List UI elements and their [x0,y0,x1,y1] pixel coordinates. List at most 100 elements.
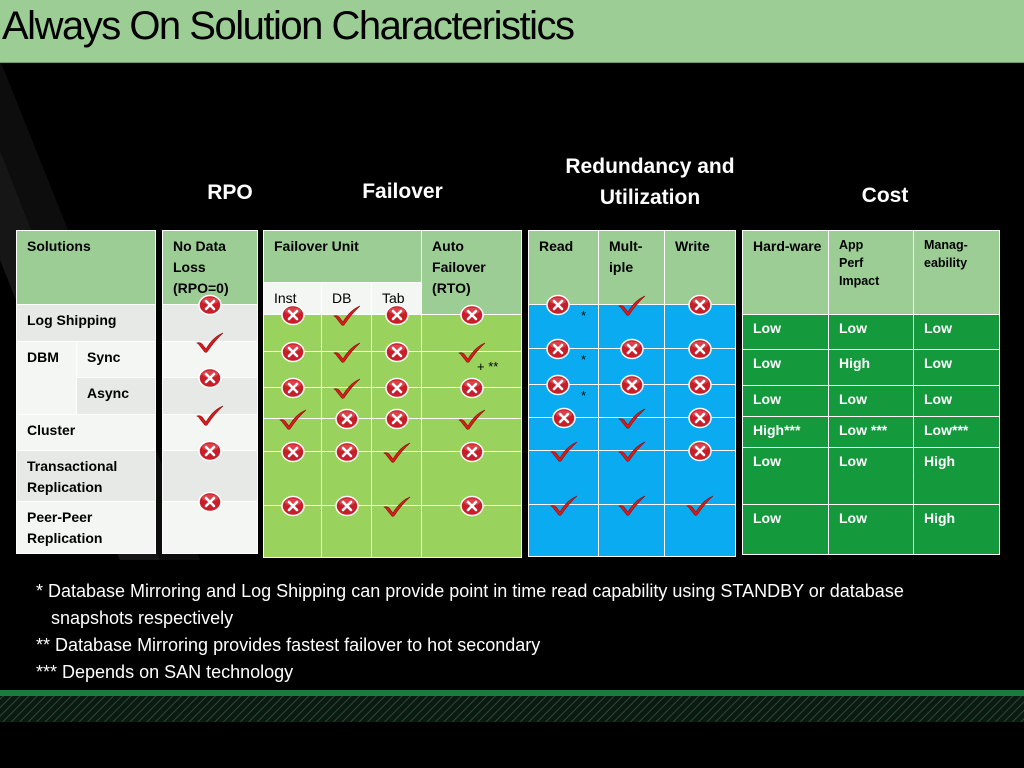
check-icon [332,342,360,363]
footnotes: * Database Mirroring and Log Shipping ca… [36,578,976,686]
header-redundancy: Redundancy and Utilization [540,151,760,213]
check-icon [686,495,714,516]
cross-icon [619,338,644,360]
bottom-band [0,690,1024,722]
check-icon [617,295,645,316]
cost-cell: Low [753,391,781,407]
cross-icon [384,341,409,363]
check-icon [196,332,224,353]
check-icon [617,441,645,462]
cost-cell: Low*** [924,422,969,438]
solutions-header: Solutions [27,238,91,254]
cross-icon [384,408,409,430]
cross-icon [619,374,644,396]
cost-cell: Low [839,453,867,469]
label-transactional: Transactional Replication [27,458,118,495]
cross-icon [688,374,712,396]
asterisk-note: * [581,352,587,367]
label-sync: Sync [87,349,121,365]
footnote-1: * Database Mirroring and Log Shipping ca… [36,581,904,628]
multiple-header: Mult-iple [609,238,643,275]
solutions-header-cell: Solutions [16,230,156,305]
cross-icon [459,304,484,326]
asterisk-note: * [581,308,587,323]
header-redundancy-line2: Utilization [599,186,701,209]
cost-table: Hard-ware App Perf Impact Manag-eability L… [742,230,1000,555]
check-icon [382,496,410,517]
slide-title: Always On Solution Characteristics [2,4,575,48]
title-bar: Always On Solution Characteristics [0,0,1024,63]
label-cluster: Cluster [27,422,76,438]
write-header: Write [675,238,710,254]
cross-icon [688,294,712,316]
cross-icon [280,377,305,399]
label-peer: Peer-Peer Replication [27,509,103,546]
cross-icon [688,407,712,429]
sub-tab: Tab [382,290,405,306]
row-log-shipping: Log Shipping [16,304,156,342]
solutions-table: Solutions Log Shipping DBM Sync Async Clu… [16,230,156,554]
header-failover: Failover [362,180,443,203]
footnote-3: *** Depends on SAN technology [36,662,294,682]
manageability-header: Manag-eability [924,238,968,270]
cross-icon [546,294,570,316]
footnote-2: ** Database Mirroring provides fastest f… [36,635,541,655]
row-dbm: DBM [16,341,77,415]
app-perf-header: App Perf Impact [839,238,880,288]
hardware-header: Hard-ware [753,238,822,254]
label-log-shipping: Log Shipping [27,312,117,328]
read-header: Read [539,238,574,254]
cross-icon [198,367,222,389]
rpo-header-cell: No Data Loss (RPO=0) [162,230,258,305]
rpo-table: No Data Loss (RPO=0) [162,230,258,554]
cross-icon [198,294,222,316]
row-sync: Sync [76,341,156,378]
asterisk-note: * [581,388,587,403]
cross-icon [280,341,305,363]
failover-unit-cell: Failover Unit [262,230,423,283]
cross-icon [551,407,576,429]
rpo-header: No Data Loss (RPO=0) [173,238,229,296]
cross-icon [688,440,712,462]
header-cost: Cost [861,184,909,207]
failover-unit-header: Failover Unit [274,238,359,254]
label-dbm: DBM [27,349,59,365]
check-icon [278,409,306,430]
row-peer: Peer-Peer Replication [16,501,156,554]
cost-cell: Low *** [839,422,888,438]
check-icon [196,405,224,426]
cross-icon [334,441,359,463]
label-async: Async [87,385,130,401]
cross-icon [280,495,305,517]
cross-icon [546,338,570,360]
cross-icon [459,495,484,517]
header-rpo: RPO [207,181,253,204]
check-icon [617,408,645,429]
check-icon [457,409,485,430]
cross-icon [459,441,484,463]
cross-icon [459,377,484,399]
cross-icon [384,377,409,399]
cost-cell: High [924,453,956,469]
cost-cell: High [924,510,956,526]
check-icon [549,441,577,462]
redundancy-table: Read Mult-iple Write * * * [528,230,736,557]
row-transactional: Transactional Replication [16,450,156,502]
check-icon [332,305,360,326]
cost-cell: Low [839,391,867,407]
auto-failover-header: Auto Failover (RTO) [432,238,486,296]
auto-failover-note: + ** [477,359,499,374]
cost-cell: Low [753,453,781,469]
cross-icon [546,374,570,396]
row-cluster: Cluster [16,414,156,451]
cross-icon [198,491,222,513]
cost-cell: Low [753,320,781,336]
cost-cell: Low [753,355,781,371]
row-async: Async [76,377,156,415]
cross-icon [688,338,712,360]
cross-icon [280,304,305,326]
header-redundancy-line1: Redundancy and [565,155,735,178]
cross-icon [198,440,222,462]
auto-failover-cell: Auto Failover (RTO) [421,230,523,315]
